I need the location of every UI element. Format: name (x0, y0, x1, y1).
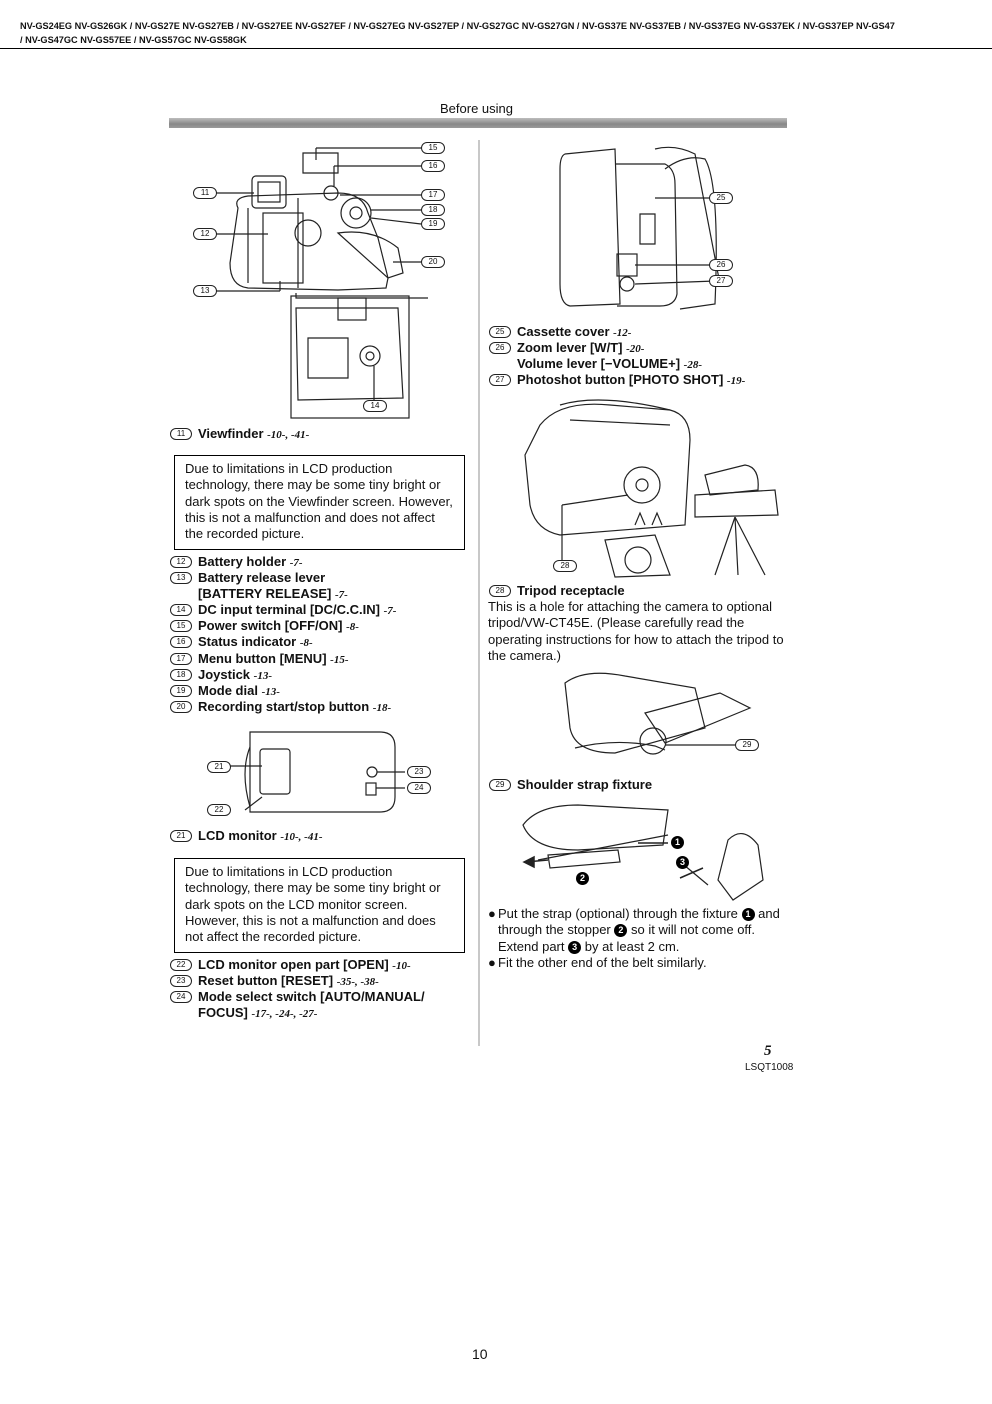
callout-22: 22 (207, 804, 231, 816)
section-title: Before using (440, 101, 513, 116)
callout-15: 15 (421, 142, 445, 154)
callout-21: 21 (207, 761, 231, 773)
model-list-line-2: / NV-GS47GC NV-GS57EE / NV-GS57GC NV-GS5… (20, 35, 247, 45)
model-list-line-1: NV-GS24EG NV-GS26GK / NV-GS27E NV-GS27EB… (20, 21, 895, 31)
title-bar (169, 118, 787, 128)
column-divider (478, 140, 480, 1046)
tripod-receptacle-description: This is a hole for attaching the camera … (488, 599, 784, 663)
callout-17: 17 (421, 189, 445, 201)
lcd-monitor-figure (230, 731, 405, 813)
page-number: 10 (472, 1346, 488, 1362)
callout-25: 25 (709, 192, 733, 204)
item-26-continuation: Volume lever [−VOLUME+] -28- (517, 356, 702, 371)
item-13-continuation: [BATTERY RELEASE] -7- (198, 586, 348, 601)
viewfinder-note: Due to limitations in LCD production tec… (174, 455, 465, 550)
callout-19: 19 (421, 218, 445, 230)
bullet-other-end: ● Fit the other end of the belt similarl… (488, 955, 707, 970)
callout-24: 24 (407, 782, 431, 794)
callout-12: 12 (193, 228, 217, 240)
callout-20: 20 (421, 256, 445, 268)
callout-11: 11 (193, 187, 217, 199)
folio-number: 5 (764, 1043, 772, 1059)
camera-left-view-figure (216, 147, 428, 419)
callout-27: 27 (709, 275, 733, 287)
callout-29: 29 (735, 739, 759, 751)
item-24-continuation: FOCUS] -17-, -24-, -27- (198, 1005, 318, 1020)
callout-mark-2: 2 (576, 872, 589, 885)
strap-fixture-figure (564, 672, 752, 755)
document-code: LSQT1008 (745, 1062, 794, 1073)
callout-16: 16 (421, 160, 445, 172)
lcd-monitor-note: Due to limitations in LCD production tec… (174, 858, 465, 953)
tripod-figure (524, 399, 779, 578)
callout-mark-1: 1 (671, 836, 684, 849)
document-header: NV-GS24EG NV-GS26GK / NV-GS27E NV-GS27EB… (0, 0, 992, 49)
strap-threading-figure (522, 804, 764, 901)
callout-26: 26 (709, 259, 733, 271)
callout-14: 14 (363, 400, 387, 412)
camera-right-view-figure (559, 146, 721, 310)
callout-mark-3: 3 (676, 856, 689, 869)
bullet-strap-instructions: ● Put the strap (optional) through the f… (488, 906, 780, 954)
callout-13: 13 (193, 285, 217, 297)
callout-23: 23 (407, 766, 431, 778)
callout-28: 28 (553, 560, 577, 572)
callout-18: 18 (421, 204, 445, 216)
